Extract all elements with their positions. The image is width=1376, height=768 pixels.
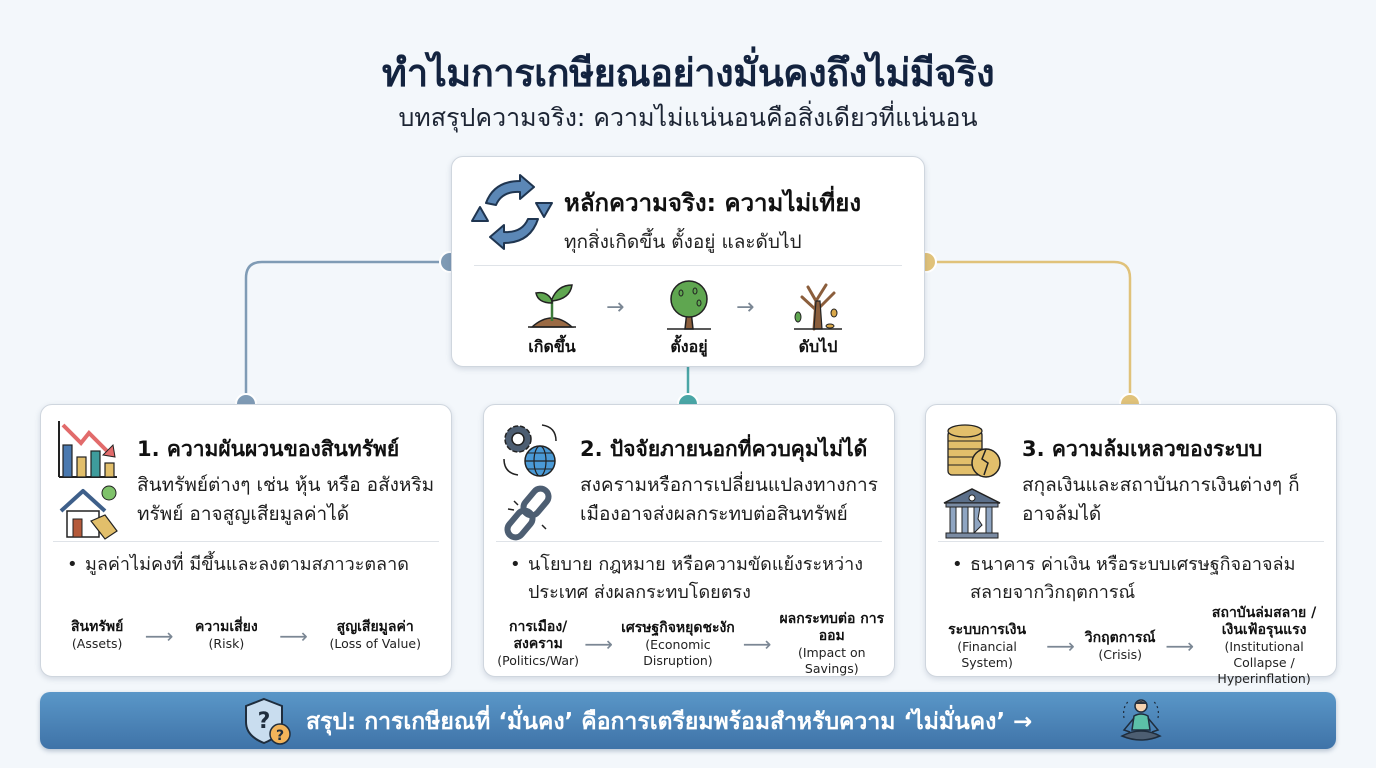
stage-persist: ตั้งอยู่ bbox=[649, 279, 729, 360]
center-subtitle: ทุกสิ่งเกิดขึ้น ตั้งอยู่ และดับไป bbox=[564, 231, 802, 253]
arrow-icon: → bbox=[736, 295, 755, 320]
system-failure-card: 3. ความล้มเหลวของระบบ สกุลเงินและสถาบันก… bbox=[925, 404, 1337, 686]
broken-chain-icon bbox=[504, 485, 552, 541]
svg-text:?: ? bbox=[258, 709, 271, 734]
shield-question-icon: ? ? bbox=[245, 697, 291, 745]
asset-volatility-card: 1. ความผันผวนของสินทรัพย์ สินทรัพย์ต่างๆ… bbox=[40, 404, 452, 677]
card-title: 3. ความล้มเหลวของระบบ bbox=[1022, 437, 1263, 461]
center-title: หลักความจริง: ความไม่เที่ยง bbox=[564, 189, 862, 217]
card-description: สินทรัพย์ต่างๆ เช่น หุ้น หรือ อสังหริมทร… bbox=[137, 474, 435, 525]
flow-node: ความเสี่ยง(Risk) bbox=[195, 619, 258, 651]
card-description: สงครามหรือการเปลี่ยนแปลงทางการ เมืองอาจส… bbox=[580, 474, 878, 525]
flow-node: วิกฤตการณ์(Crisis) bbox=[1084, 629, 1156, 662]
card-bullet: นโยบาย กฎหมาย หรือความขัดแย้งระหว่าง ประ… bbox=[510, 551, 878, 607]
flow-diagram: ระบบการเงิน(Financial System) ⟶ วิกฤตการ… bbox=[932, 605, 1330, 687]
stage-cease: ดับไป bbox=[778, 279, 858, 360]
external-factors-card: 2. ปัจจัยภายนอกที่ควบคุมไม่ได้ สงครามหรื… bbox=[483, 404, 895, 677]
flow-node: ระบบการเงิน(Financial System) bbox=[948, 621, 1027, 670]
arrow-icon: ⟶ bbox=[584, 632, 614, 656]
flow-diagram: การเมือง/ สงคราม(Politics/War) ⟶ เศรษฐกิ… bbox=[496, 611, 888, 677]
house-price-tag-icon bbox=[59, 485, 118, 540]
gear-globe-icon bbox=[503, 424, 557, 477]
flow-node: เศรษฐกิจหยุดชะงัก(Economic Disruption) bbox=[621, 619, 735, 668]
flow-node: สินทรัพย์(Assets) bbox=[71, 619, 124, 651]
page-subtitle: บทสรุปความจริง: ความไม่แน่นอนคือสิ่งเดีย… bbox=[398, 103, 978, 132]
card-bullet: ธนาคาร ค่าเงิน หรือระบบเศรษฐกิจอาจล่ม สล… bbox=[952, 551, 1320, 607]
card-title: 2. ปัจจัยภายนอกที่ควบคุมไม่ได้ bbox=[580, 437, 868, 461]
declining-chart-icon bbox=[58, 421, 117, 478]
flow-node: ผลกระทบต่อ การออม(Impact on Savings) bbox=[779, 611, 885, 676]
flow-node: สูญเสียมูลค่า(Loss of Value) bbox=[329, 619, 421, 651]
card-title: 1. ความผันผวนของสินทรัพย์ bbox=[137, 437, 400, 461]
stage-label: เกิดขึ้น bbox=[528, 337, 576, 356]
arrow-icon: ⟶ bbox=[1165, 634, 1195, 658]
divider bbox=[496, 541, 882, 542]
broken-coins-icon bbox=[947, 424, 1001, 478]
meditating-person-icon bbox=[1120, 699, 1162, 741]
dead-tree-icon bbox=[794, 283, 842, 331]
divider bbox=[474, 265, 902, 266]
arrow-icon: ⟶ bbox=[279, 623, 308, 648]
flow-node: สถาบันล่มสลาย / เงินเฟ้อรุนแรง(Instituti… bbox=[1211, 605, 1317, 686]
summary-text: สรุป: การเกษียณที่ ‘มั่นคง’ คือการเตรียม… bbox=[306, 709, 1033, 735]
svg-text:?: ? bbox=[276, 728, 284, 744]
card-description: สกุลเงินและสถาบันการเงินต่างๆ ก็อาจล้มได… bbox=[1022, 474, 1300, 525]
arrow-icon: ⟶ bbox=[144, 623, 174, 648]
collapsing-bank-icon bbox=[943, 488, 1001, 539]
arrow-icon: ⟶ bbox=[742, 632, 772, 656]
cycle-arrows-icon bbox=[471, 174, 553, 250]
flow-diagram: สินทรัพย์(Assets) ⟶ ความเสี่ยง(Risk) ⟶ ส… bbox=[71, 619, 421, 652]
divider bbox=[53, 541, 439, 542]
arrow-icon: → bbox=[606, 295, 625, 320]
summary-banner: ? ? สรุป: การเกษียณที่ ‘มั่นคง’ คือการเต… bbox=[40, 692, 1336, 749]
stage-label: ดับไป bbox=[798, 337, 838, 356]
page-title: ทำไมการเกษียณอย่างมั่นคงถึงไม่มีจริง bbox=[381, 51, 995, 95]
flow-node: การเมือง/ สงคราม(Politics/War) bbox=[497, 619, 580, 668]
stage-label: ตั้งอยู่ bbox=[670, 337, 708, 356]
sprout-icon bbox=[528, 284, 576, 328]
arrow-icon: ⟶ bbox=[1046, 634, 1075, 658]
divider bbox=[938, 541, 1324, 542]
stage-arise: เกิดขึ้น bbox=[512, 279, 592, 360]
impermanence-card: หลักความจริง: ความไม่เที่ยง ทุกสิ่งเกิดข… bbox=[451, 156, 925, 367]
tree-icon bbox=[667, 280, 711, 330]
card-bullet: มูลค่าไม่คงที่ มีขึ้นและลงตามสภาวะตลาด bbox=[67, 551, 435, 579]
